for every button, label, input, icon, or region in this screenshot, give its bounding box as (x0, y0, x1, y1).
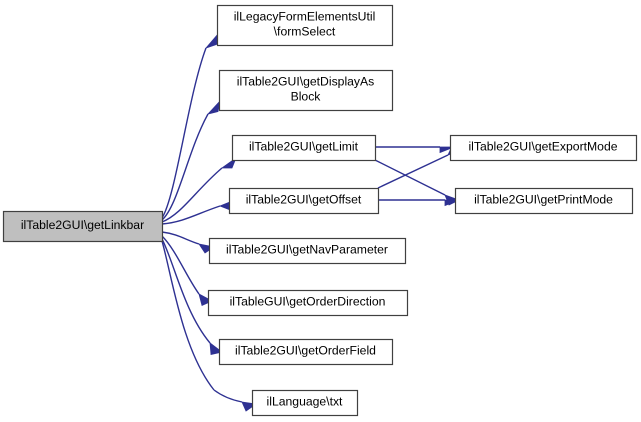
edge-getLimit-to-getPrintMode (374, 159, 461, 206)
arrowhead-icon (198, 293, 213, 307)
edge-root-to-txt (161, 240, 258, 412)
node-box[interactable] (231, 134, 377, 162)
node-box[interactable] (228, 187, 380, 215)
graph-node-getExportMode[interactable]: ilTable2GUI\getExportMode (449, 134, 638, 162)
nodes-layer: ilTable2GUI\getLinkbar ilLegacyFormElemen… (2, 4, 638, 417)
node-box[interactable] (2, 210, 164, 243)
node-box[interactable] (251, 389, 359, 417)
arrowhead-icon (204, 32, 219, 49)
node-box[interactable] (208, 237, 407, 265)
node-label: ilTable2GUI\getNavParameter (226, 243, 388, 257)
node-label: ilTable2GUI\getLinkbar (21, 218, 144, 232)
node-label: ilTableGUI\getOrderDirection (230, 295, 386, 309)
node-label: ilTable2GUI\getExportMode (468, 140, 617, 154)
node-label: ilTable2GUI\getLimit (249, 140, 359, 154)
node-box[interactable] (218, 338, 394, 366)
node-label: ilLegacyFormElementsUtil (234, 10, 376, 24)
node-box[interactable] (216, 4, 394, 47)
graph-node-getOrderField[interactable]: ilTable2GUI\getOrderField (218, 338, 394, 366)
node-box[interactable] (449, 134, 638, 162)
node-label: Block (291, 90, 322, 104)
edge-root-to-getLimit (161, 156, 237, 223)
edge-root-to-getDisplayAsBlock (161, 99, 221, 221)
graph-node-getNavParameter[interactable]: ilTable2GUI\getNavParameter (208, 237, 407, 265)
node-label: ilTable2GUI\getOrderField (235, 344, 376, 358)
node-box[interactable] (207, 289, 409, 317)
graph-node-getLimit[interactable]: ilTable2GUI\getLimit (231, 134, 377, 162)
graph-node-getOffset[interactable]: ilTable2GUI\getOffset (228, 187, 380, 215)
graph-node-getOrderDirection[interactable]: ilTableGUI\getOrderDirection (207, 289, 409, 317)
edge-root-to-getOrderDirection (161, 235, 213, 307)
node-label: \formSelect (274, 25, 336, 39)
node-label: ilTable2GUI\getOffset (246, 193, 362, 207)
node-label: ilTable2GUI\getDisplayAs (237, 75, 375, 89)
node-box[interactable] (218, 69, 394, 112)
edge-root-to-getNavParameter (161, 231, 216, 254)
graph-node-root[interactable]: ilTable2GUI\getLinkbar (2, 210, 164, 243)
edge-getOffset-to-getPrintMode (378, 199, 460, 207)
edge-root-to-formSelect (161, 32, 219, 219)
node-label: ilTable2GUI\getPrintMode (474, 193, 613, 207)
graph-node-txt[interactable]: ilLanguage\txt (251, 389, 359, 417)
graph-node-formSelect[interactable]: ilLegacyFormElementsUtil\formSelect (216, 4, 394, 47)
edge-getLimit-to-getExportMode (375, 146, 455, 154)
node-box[interactable] (454, 187, 634, 215)
edge-getOffset-to-getExportMode (377, 143, 463, 189)
node-label: ilLanguage\txt (267, 395, 344, 409)
graph-node-getPrintMode[interactable]: ilTable2GUI\getPrintMode (454, 187, 634, 215)
arrowhead-icon (206, 99, 221, 115)
